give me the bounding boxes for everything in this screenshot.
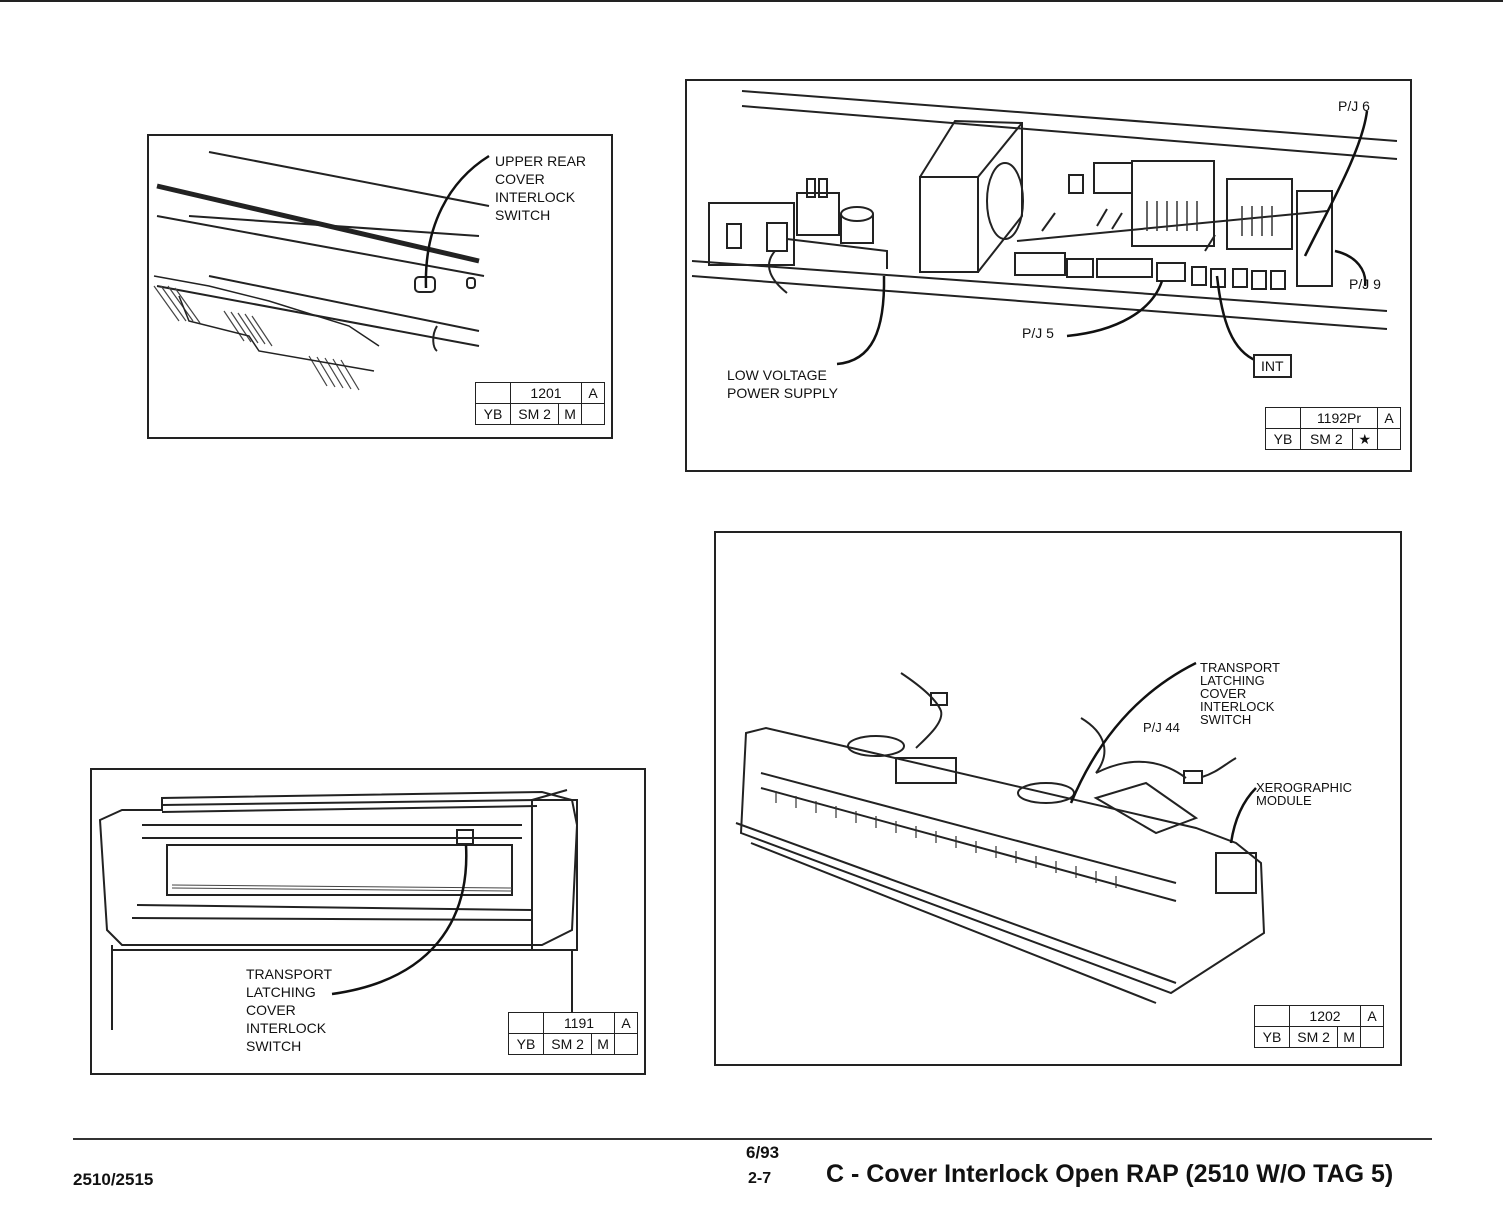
ref-rev: A (1360, 1005, 1384, 1027)
ref-rev: A (581, 382, 605, 404)
leader-line-transport-front (331, 844, 468, 996)
label-pj5: P/J 5 (1022, 325, 1054, 341)
figure-xerographic-module: TRANSPORT LATCHING COVER INTERLOCK SWITC… (714, 531, 1402, 1066)
lvps-board-illustration (691, 90, 1398, 366)
label-transport-latching-cover-interlock-switch: TRANSPORT LATCHING COVER INTERLOCK SWITC… (246, 966, 333, 1054)
footer-model: 2510/2515 (73, 1170, 154, 1189)
ref-rev: A (614, 1012, 638, 1034)
figure-lvps-board: P/J 6 P/J 9 P/J 5 INT LOW VOLTAGE POWER … (685, 79, 1412, 472)
footer-section-title: C - Cover Interlock Open RAP (2510 W/O T… (826, 1160, 1394, 1188)
ref-code: YB (475, 403, 511, 425)
figure-transport-latching-cover-front: TRANSPORT LATCHING COVER INTERLOCK SWITC… (90, 768, 646, 1075)
leader-line-transport-module (1069, 661, 1197, 804)
ref-number: 1201 (510, 382, 582, 404)
label-low-voltage-power-supply: LOW VOLTAGE POWER SUPPLY (727, 367, 838, 401)
ref-mark: ★ (1351, 428, 1379, 450)
label-pj44: P/J 44 (1143, 720, 1180, 735)
leader-line-pj5 (1066, 280, 1164, 338)
ref-code: YB (1265, 428, 1301, 450)
module-fin-hatching (775, 791, 1117, 888)
ref-mark: M (1337, 1026, 1361, 1048)
label-upper-rear-cover-interlock-switch: UPPER REAR COVER INTERLOCK SWITCH (495, 153, 587, 223)
footer-date: 6/93 (746, 1143, 780, 1162)
ref-manual: SM 2 (542, 1033, 593, 1055)
ref-mark: M (558, 403, 582, 425)
ref-mark: M (591, 1033, 615, 1055)
label-transport-latching-cover-interlock-switch-2: TRANSPORT LATCHING COVER INTERLOCK SWITC… (1200, 660, 1280, 727)
leader-line-lvps (836, 275, 886, 366)
ref-code: YB (508, 1033, 544, 1055)
top-border-line (0, 0, 1503, 2)
ref-number: 1192Pr (1300, 407, 1378, 429)
footer-rule (73, 1138, 1432, 1140)
ref-rev: A (1377, 407, 1401, 429)
ref-number: 1202 (1289, 1005, 1361, 1027)
upper-rear-cover-illustration (153, 151, 490, 391)
ref-code: YB (1254, 1026, 1290, 1048)
label-int: INT (1253, 354, 1292, 378)
leader-line-pj6 (1303, 110, 1369, 257)
leader-line-xerographic-module (1229, 787, 1257, 844)
label-xerographic-module: XEROGRAPHIC MODULE (1256, 780, 1353, 808)
leader-line-int (1215, 275, 1258, 363)
ref-number: 1191 (543, 1012, 615, 1034)
transport-cover-front-illustration (98, 789, 579, 1030)
leader-line-pj9 (1334, 249, 1367, 287)
vent-grille-hatching (153, 285, 360, 391)
ref-manual: SM 2 (509, 403, 560, 425)
ref-manual: SM 2 (1288, 1026, 1339, 1048)
footer-page-number: 2-7 (748, 1170, 772, 1187)
xerographic-module-illustration (735, 661, 1266, 1004)
label-pj6: P/J 6 (1338, 98, 1370, 114)
label-pj9: P/J 9 (1349, 276, 1381, 292)
ref-manual: SM 2 (1300, 428, 1353, 450)
leader-line-upper-rear (424, 154, 490, 289)
